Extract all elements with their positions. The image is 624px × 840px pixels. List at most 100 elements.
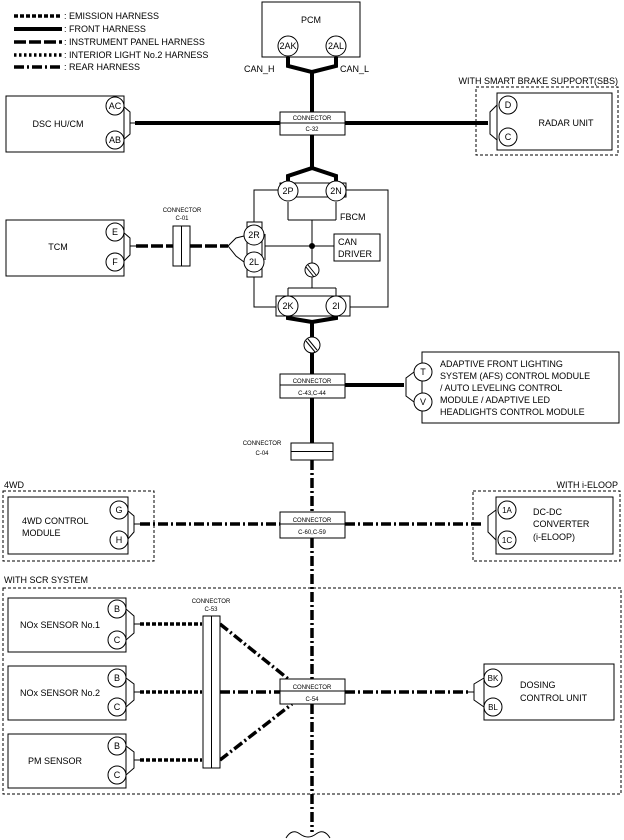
dsc-pin-ac	[105, 96, 125, 116]
svg-text:AB: AB	[109, 135, 121, 145]
pcm-module: PCM 2AK 2AL CAN_H CAN_L	[244, 1, 369, 74]
svg-text:C: C	[505, 132, 512, 142]
svg-text:E: E	[112, 227, 118, 237]
4wd-group-label: 4WD	[4, 480, 25, 490]
afs-pin-t	[413, 362, 433, 382]
radar-pin-d	[498, 95, 518, 115]
svg-text:D: D	[505, 100, 512, 110]
fbcm-pin-2i	[325, 295, 347, 317]
tcm-module: TCM E F	[5, 219, 125, 277]
scr-group: WITH SCR SYSTEM	[2, 575, 622, 795]
dsc-label: DSC HU/CM	[33, 119, 84, 129]
can-driver-label-2: DRIVER	[338, 249, 373, 259]
connector-c01: CONNECTOR C-01	[163, 208, 202, 267]
svg-text:CONVERTER: CONVERTER	[533, 519, 590, 529]
nox1-pin-b	[107, 599, 127, 619]
svg-text:NOx SENSOR No.2: NOx SENSOR No.2	[20, 688, 100, 698]
legend-front: : FRONT HARNESS	[64, 24, 146, 34]
scr-group-label: WITH SCR SYSTEM	[4, 575, 88, 585]
svg-text:2L: 2L	[249, 257, 259, 267]
sbs-group-label: WITH SMART BRAKE SUPPORT(SBS)	[458, 76, 618, 86]
legend-emission: : EMISSION HARNESS	[64, 11, 159, 21]
svg-text:BK: BK	[488, 674, 499, 683]
svg-text:2P: 2P	[282, 186, 293, 196]
svg-text:CONNECTOR: CONNECTOR	[293, 116, 332, 122]
svg-text:2AK: 2AK	[279, 41, 296, 51]
eloop-group: WITH i-ELOOP DC-DC CONVERTER (i-ELOOP) 1…	[472, 480, 621, 562]
svg-text:CONNECTOR: CONNECTOR	[163, 208, 202, 214]
svg-text:AC: AC	[109, 101, 122, 111]
pm-pin-b	[107, 736, 127, 756]
sbs-group: WITH SMART BRAKE SUPPORT(SBS) RADAR UNIT…	[458, 76, 619, 156]
legend: : EMISSION HARNESS : FRONT HARNESS : INS…	[14, 11, 208, 72]
svg-text:2N: 2N	[330, 186, 342, 196]
legend-interior: : INTERIOR LIGHT No.2 HARNESS	[64, 50, 208, 60]
svg-text:1C: 1C	[502, 536, 512, 545]
pm-sensor: PM SENSOR B C	[7, 733, 127, 789]
svg-text:B: B	[114, 604, 120, 614]
svg-text:2K: 2K	[282, 301, 293, 311]
svg-text:F: F	[112, 257, 118, 267]
svg-text:B: B	[114, 741, 120, 751]
svg-text:V: V	[420, 397, 426, 407]
svg-text:CONNECTOR: CONNECTOR	[293, 379, 332, 385]
svg-text:C: C	[114, 635, 121, 645]
tcm-label: TCM	[48, 242, 68, 252]
svg-text:2I: 2I	[332, 301, 340, 311]
afs-pin-v	[413, 392, 433, 412]
svg-text:C-04: C-04	[255, 451, 269, 457]
svg-text:C: C	[114, 770, 121, 780]
svg-text:MODULE: MODULE	[22, 528, 61, 538]
svg-text:HEADLIGHTS CONTROL MODULE: HEADLIGHTS CONTROL MODULE	[440, 407, 585, 417]
eloop-group-label: WITH i-ELOOP	[556, 480, 618, 490]
svg-text:C-53: C-53	[204, 607, 218, 613]
connector-c04: CONNECTOR C-04	[243, 441, 334, 461]
svg-text:C-32: C-32	[305, 127, 319, 133]
radar-unit-label: RADAR UNIT	[538, 118, 594, 128]
nox-sensor-1: NOx SENSOR No.1 B C	[7, 597, 127, 653]
svg-text:ADAPTIVE FRONT LIGHTING: ADAPTIVE FRONT LIGHTING	[440, 359, 563, 369]
pm-pin-c	[107, 765, 127, 785]
svg-text:CONTROL UNIT: CONTROL UNIT	[520, 693, 588, 703]
svg-text:C-54: C-54	[305, 697, 319, 703]
svg-text:C-60,C-59: C-60,C-59	[298, 530, 326, 536]
svg-text:C-01: C-01	[175, 216, 189, 222]
fbcm-label: FBCM	[340, 212, 366, 222]
svg-text:CONNECTOR: CONNECTOR	[293, 518, 332, 524]
svg-text:/ AUTO LEVELING CONTROL: / AUTO LEVELING CONTROL	[440, 383, 562, 393]
connector-c43-c44: CONNECTOR C-43,C-44	[279, 373, 346, 399]
nox-sensor-2: NOx SENSOR No.2 B C	[7, 665, 127, 721]
4wd-pin-g	[109, 500, 129, 520]
fbcm-pin-2l	[243, 251, 265, 273]
can-driver-label-1: CAN	[338, 237, 357, 247]
svg-text:2R: 2R	[248, 230, 260, 240]
termination-icon	[303, 336, 321, 354]
nox2-pin-b	[107, 668, 127, 688]
connector-c53: CONNECTOR C-53	[192, 599, 231, 769]
dosing-pin-bk	[483, 668, 503, 688]
afs-module: ADAPTIVE FRONT LIGHTING SYSTEM (AFS) CON…	[413, 351, 620, 424]
svg-text:G: G	[115, 505, 122, 515]
4wd-group: 4WD 4WD CONTROL MODULE G H	[2, 480, 155, 562]
fbcm-module: FBCM CAN DRIVER 2P 2N 2R 2L 2K 2I	[243, 180, 389, 317]
radar-pin-c	[498, 127, 518, 147]
svg-text:MODULE / ADAPTIVE LED: MODULE / ADAPTIVE LED	[440, 395, 551, 405]
nox2-pin-c	[107, 697, 127, 717]
svg-text:C-43,C-44: C-43,C-44	[298, 391, 326, 397]
eloop-pin-1a	[497, 500, 517, 520]
eloop-pin-1c	[497, 530, 517, 550]
svg-text:BL: BL	[488, 703, 498, 712]
connector-c54: CONNECTOR C-54	[279, 678, 346, 705]
can-l-label: CAN_L	[340, 64, 369, 74]
pcm-label: PCM	[301, 15, 321, 25]
legend-instrument: : INSTRUMENT PANEL HARNESS	[64, 37, 205, 47]
svg-text:(i-ELOOP): (i-ELOOP)	[533, 532, 575, 542]
fbcm-pin-2p	[277, 180, 299, 202]
can-h-label: CAN_H	[244, 64, 275, 74]
svg-text:4WD CONTROL: 4WD CONTROL	[22, 516, 89, 526]
svg-text:DC-DC: DC-DC	[533, 507, 562, 517]
svg-text:NOx SENSOR No.1: NOx SENSOR No.1	[20, 620, 100, 630]
wires	[122, 56, 498, 839]
svg-text:PM SENSOR: PM SENSOR	[28, 756, 83, 766]
